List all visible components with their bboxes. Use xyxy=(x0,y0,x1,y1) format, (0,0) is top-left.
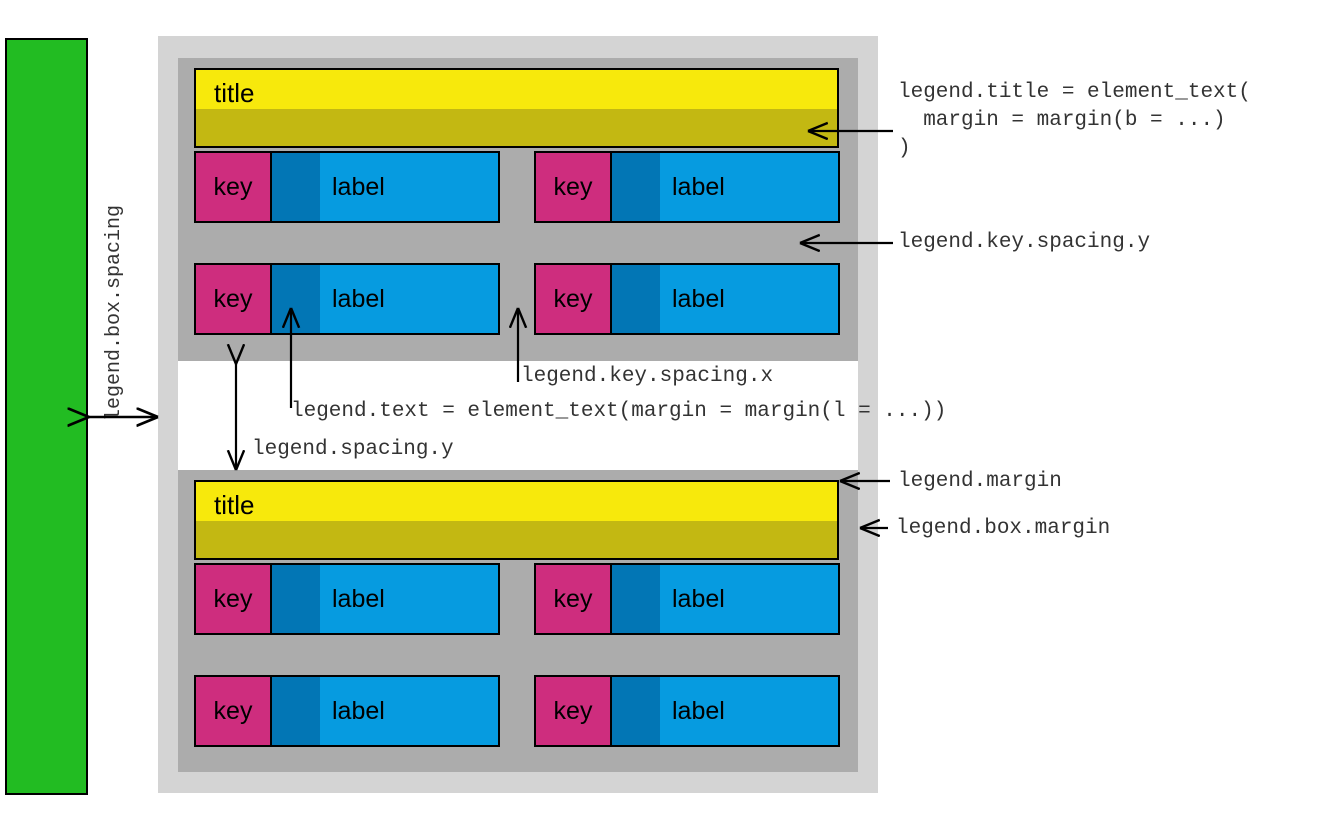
annotation-legend-margin: legend.margin xyxy=(898,470,1062,493)
legend-text-margin xyxy=(272,565,320,633)
legend-label: label xyxy=(672,172,725,201)
legend-entry: key label xyxy=(194,675,500,747)
legend-key: key xyxy=(536,677,612,745)
legend-text-margin xyxy=(612,153,660,221)
legend-entry: key label xyxy=(534,563,840,635)
legend-key: key xyxy=(196,677,272,745)
legend-block: title key label key label key label key … xyxy=(178,470,858,772)
legend-text-margin xyxy=(612,265,660,333)
legend-title-text: title xyxy=(214,78,255,108)
legend-block: title key label key label key label key … xyxy=(178,58,858,361)
legend-entry: key label xyxy=(534,263,840,335)
legend-label: label xyxy=(672,284,725,313)
annotation-legend-text: legend.text = element_text(margin = marg… xyxy=(291,400,947,423)
annotation-key-spacing-x: legend.key.spacing.x xyxy=(521,365,774,388)
legend-entry: key label xyxy=(534,675,840,747)
legend-entry: key label xyxy=(534,151,840,223)
legend-text-margin xyxy=(612,565,660,633)
legend-title-box: title xyxy=(194,68,839,148)
legend-label: label xyxy=(672,584,725,613)
legend-label: label xyxy=(332,172,385,201)
plot-box: plot xyxy=(5,38,88,795)
legend-text-margin xyxy=(272,677,320,745)
legend-entry: key label xyxy=(194,151,500,223)
legend-label: label xyxy=(332,584,385,613)
legend-key: key xyxy=(536,565,612,633)
legend-key: key xyxy=(196,565,272,633)
legend-title-margin xyxy=(196,521,837,558)
annotation-legend-box-margin: legend.box.margin xyxy=(896,517,1111,540)
legend-key: key xyxy=(536,153,612,221)
legend-title-text: title xyxy=(214,490,255,520)
legend-entry: key label xyxy=(194,563,500,635)
annotation-legend-spacing-y: legend.spacing.y xyxy=(252,438,454,461)
legend-box-spacing-label: legend.box.spacing xyxy=(103,204,126,421)
legend-text-margin xyxy=(272,265,320,333)
annotation-key-spacing-y: legend.key.spacing.y xyxy=(898,231,1151,254)
legend-label: label xyxy=(332,284,385,313)
legend-key: key xyxy=(196,265,272,333)
annotation-legend-title: legend.title = element_text( margin = ma… xyxy=(898,81,1251,160)
legend-key: key xyxy=(536,265,612,333)
legend-label: label xyxy=(672,696,725,725)
legend-label: label xyxy=(332,696,385,725)
legend-entry: key label xyxy=(194,263,500,335)
legend-title-margin xyxy=(196,109,837,146)
legend-key: key xyxy=(196,153,272,221)
legend-text-margin xyxy=(612,677,660,745)
legend-text-margin xyxy=(272,153,320,221)
legend-title-box: title xyxy=(194,480,839,560)
